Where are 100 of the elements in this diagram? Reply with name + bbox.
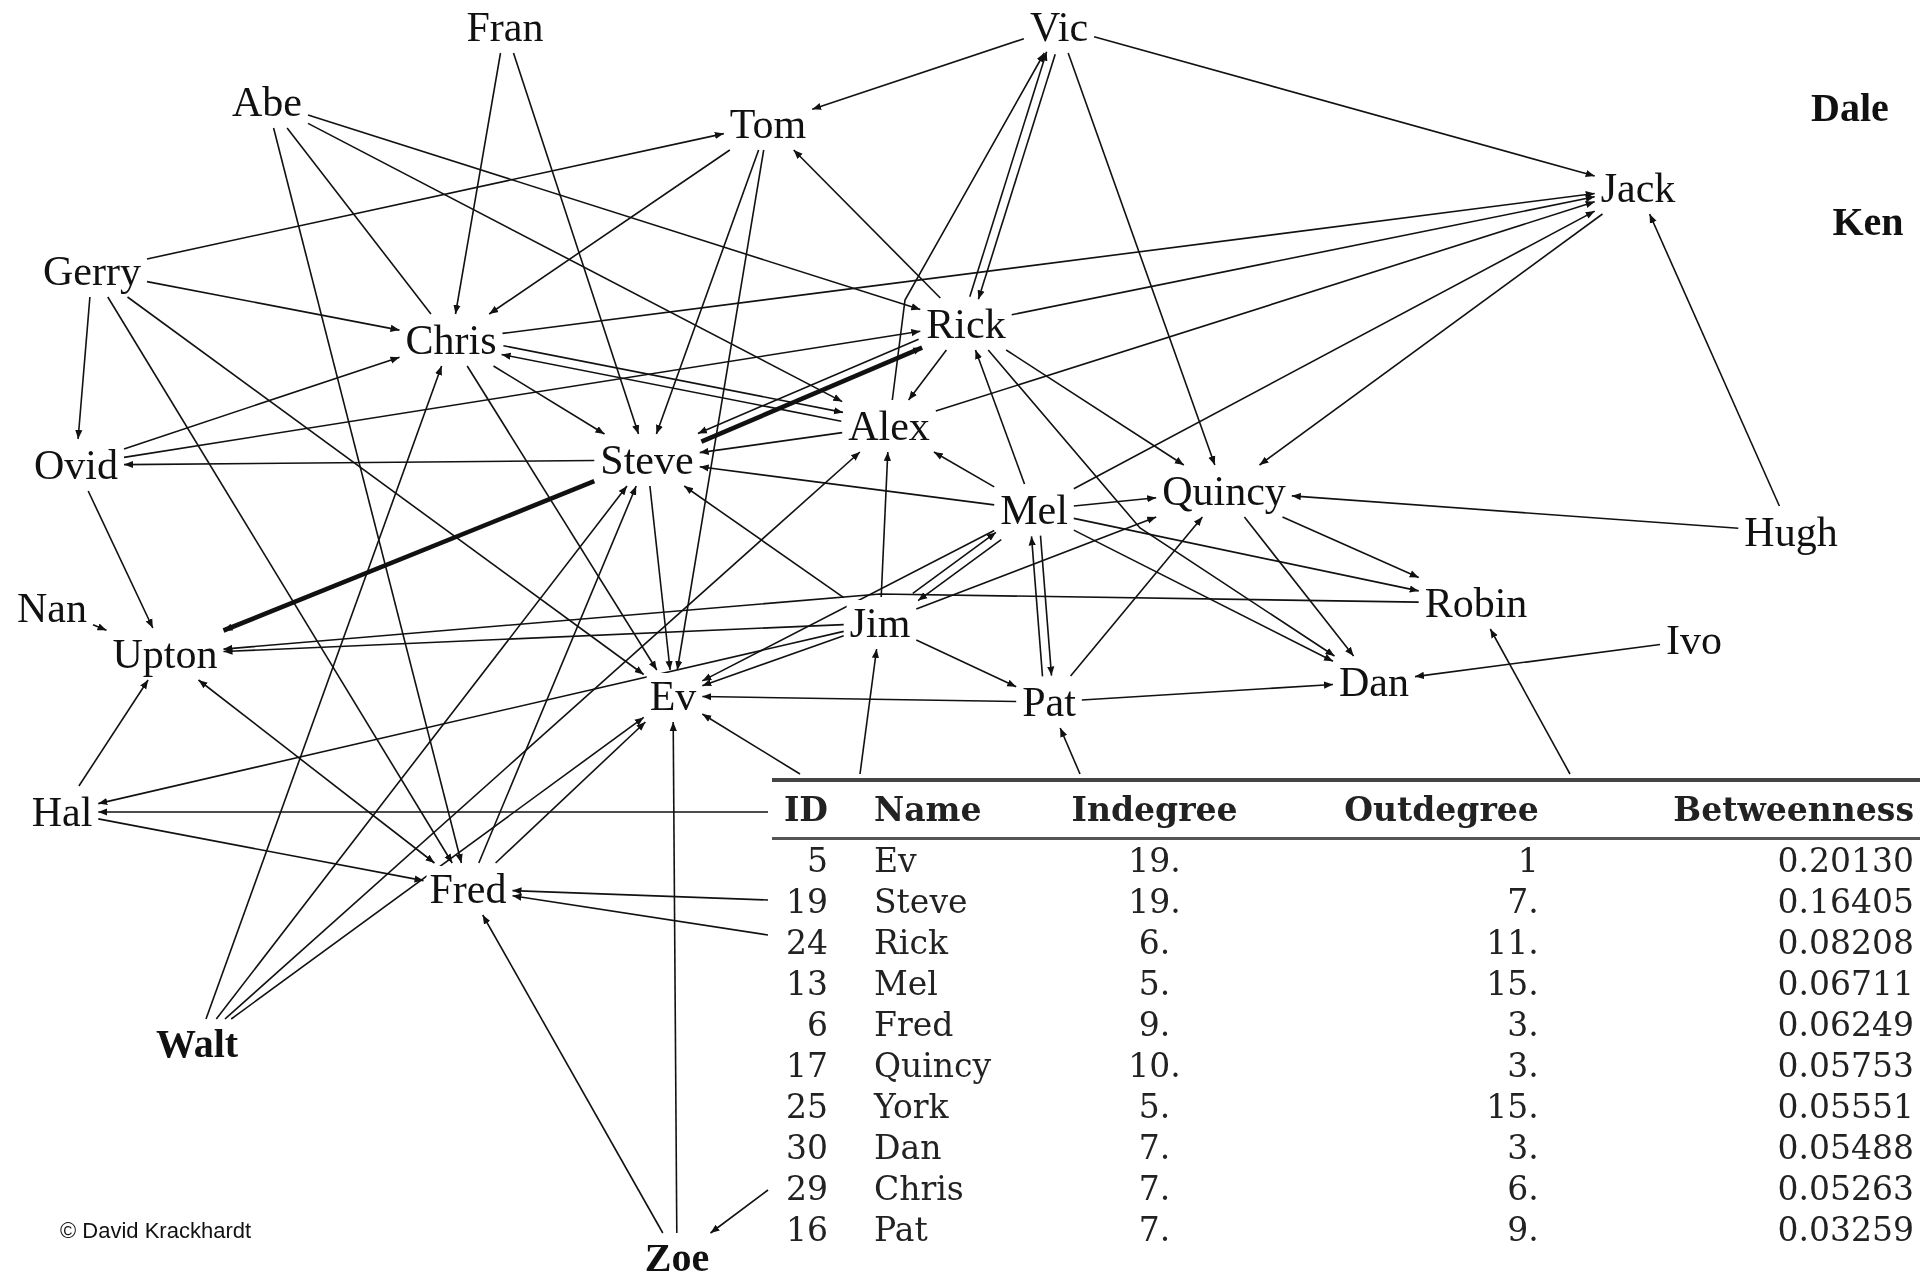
- table-cell-text: 0.05488: [1776, 1127, 1915, 1168]
- table-cell-text: 5.: [1137, 1086, 1172, 1127]
- arrow: [511, 887, 769, 901]
- arrow: [494, 721, 647, 864]
- arrow: [917, 538, 1002, 602]
- table-cell: Ev: [834, 838, 1042, 881]
- arrow: [935, 201, 1596, 412]
- table-cell-text: 6: [806, 1004, 829, 1045]
- arrow: [701, 529, 995, 682]
- arrow: [792, 149, 942, 299]
- table-cell-text: 24: [785, 922, 829, 963]
- table-cell-text: Steve: [873, 881, 969, 922]
- arrow: [1258, 213, 1604, 466]
- table-cell: 1: [1267, 838, 1599, 881]
- arrow: [492, 365, 606, 435]
- arrow: [78, 679, 149, 787]
- arrow: [977, 53, 1056, 301]
- table-cell-text: Rick: [873, 922, 950, 963]
- arrow: [222, 593, 1420, 652]
- arrow: [880, 451, 891, 598]
- arrow: [701, 635, 845, 687]
- arrow: [669, 721, 678, 1234]
- table-cell-text: 0.03259: [1776, 1209, 1915, 1250]
- arrow: [146, 132, 725, 260]
- arrow: [511, 893, 769, 936]
- arrow: [974, 349, 1026, 485]
- arrow: [205, 365, 443, 1020]
- arrow: [700, 345, 923, 444]
- table-cell-text: 30: [785, 1127, 829, 1168]
- arrow: [811, 37, 1025, 111]
- arrow: [123, 329, 922, 459]
- table-cell-text: Pat: [873, 1209, 929, 1250]
- table-cell-text: 7.: [1137, 1168, 1172, 1209]
- arrow: [912, 531, 997, 595]
- table-cell-text: 19.: [1127, 881, 1182, 922]
- table-cell-text: Mel: [873, 963, 939, 1004]
- table-cell-text: 5.: [1137, 963, 1172, 1004]
- table-cell-text: 9.: [1137, 1004, 1172, 1045]
- arrow: [1648, 213, 1781, 507]
- arrow: [224, 451, 861, 1020]
- table-cell-text: 3.: [1506, 1127, 1540, 1168]
- arrow: [1059, 727, 1081, 775]
- arrow: [466, 365, 658, 671]
- table-cell-text: Fred: [873, 1004, 955, 1045]
- table-cell-text: York: [872, 1086, 950, 1127]
- table-cell-text: 13: [785, 963, 829, 1004]
- arrow: [675, 149, 765, 671]
- table-cell-text: Quincy: [873, 1045, 993, 1086]
- arrow: [500, 352, 843, 422]
- arrow: [683, 485, 845, 599]
- table-cell-text: 0.06249: [1776, 1004, 1915, 1045]
- arrow: [698, 431, 843, 455]
- table-cell: 5: [772, 838, 834, 881]
- arrow: [697, 338, 920, 435]
- table-cell-text: 7.: [1137, 1127, 1172, 1168]
- arrow: [649, 485, 673, 671]
- table-cell-text: 3.: [1506, 1045, 1540, 1086]
- table-cell-text: 19: [785, 881, 829, 922]
- table-cell-text: 0.05753: [1776, 1045, 1915, 1086]
- table-cell-text: 7.: [1506, 881, 1540, 922]
- column-header: Outdegree: [1267, 780, 1599, 839]
- arrow: [891, 52, 1046, 401]
- table-cell-text: 10.: [1127, 1045, 1182, 1086]
- table-cell-text: 0.05551: [1776, 1086, 1915, 1127]
- table-cell-text: 7.: [1137, 1209, 1172, 1250]
- arrow: [1291, 492, 1740, 529]
- arrow: [107, 296, 453, 864]
- table-cell-text: 3.: [1506, 1004, 1540, 1045]
- arrow: [123, 356, 401, 450]
- arrow: [87, 490, 154, 629]
- arrow: [915, 516, 1157, 610]
- arrow: [698, 464, 995, 506]
- table-cell-text: 17: [785, 1045, 829, 1086]
- arrow: [1005, 349, 1185, 466]
- arrow: [453, 52, 502, 315]
- arrow: [307, 122, 843, 403]
- arrow: [97, 808, 769, 816]
- table-cell-text: 0.06711: [1776, 963, 1915, 1004]
- arrow: [709, 1189, 769, 1234]
- arrow: [272, 127, 463, 864]
- column-header: Name: [834, 780, 1042, 839]
- arrow: [1067, 52, 1216, 466]
- arrow: [1039, 534, 1055, 677]
- arrow: [1414, 643, 1661, 679]
- arrow: [146, 280, 401, 332]
- column-header: Betweenness: [1598, 780, 1920, 839]
- arrow: [126, 296, 645, 676]
- arrow: [1081, 681, 1334, 701]
- arrow: [907, 349, 948, 401]
- arrow: [859, 648, 879, 775]
- table-cell-text: 15.: [1485, 1086, 1540, 1127]
- arrow: [915, 639, 1017, 688]
- arrow: [97, 630, 845, 806]
- table-cell-text: 0.16405: [1776, 881, 1915, 922]
- connector-line: [286, 127, 432, 315]
- arrow: [1489, 628, 1571, 775]
- arrow: [501, 191, 1596, 335]
- arrow: [655, 149, 760, 435]
- arrow: [230, 716, 645, 1020]
- table-cell-text: 9.: [1506, 1209, 1540, 1250]
